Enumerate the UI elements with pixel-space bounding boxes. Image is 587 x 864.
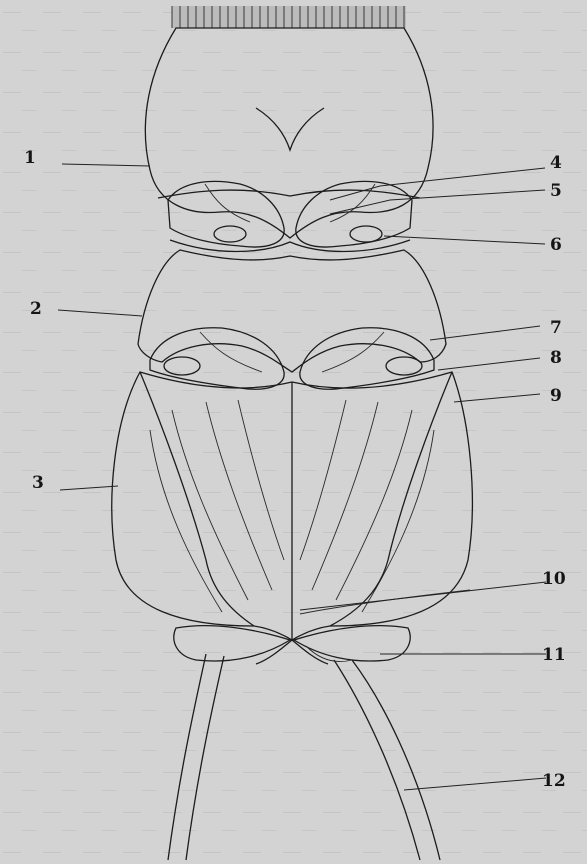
label-7: 7 [550, 318, 562, 338]
label-11: 11 [542, 645, 566, 665]
label-9: 9 [550, 386, 562, 406]
label-1: 1 [24, 148, 36, 168]
label-6: 6 [550, 235, 562, 255]
label-5: 5 [550, 181, 562, 201]
label-2: 2 [30, 299, 42, 319]
label-3: 3 [32, 473, 44, 493]
label-4: 4 [550, 153, 562, 173]
label-8: 8 [550, 348, 562, 368]
label-10: 10 [542, 569, 566, 589]
label-12: 12 [542, 771, 566, 791]
top-fringe [172, 6, 406, 28]
